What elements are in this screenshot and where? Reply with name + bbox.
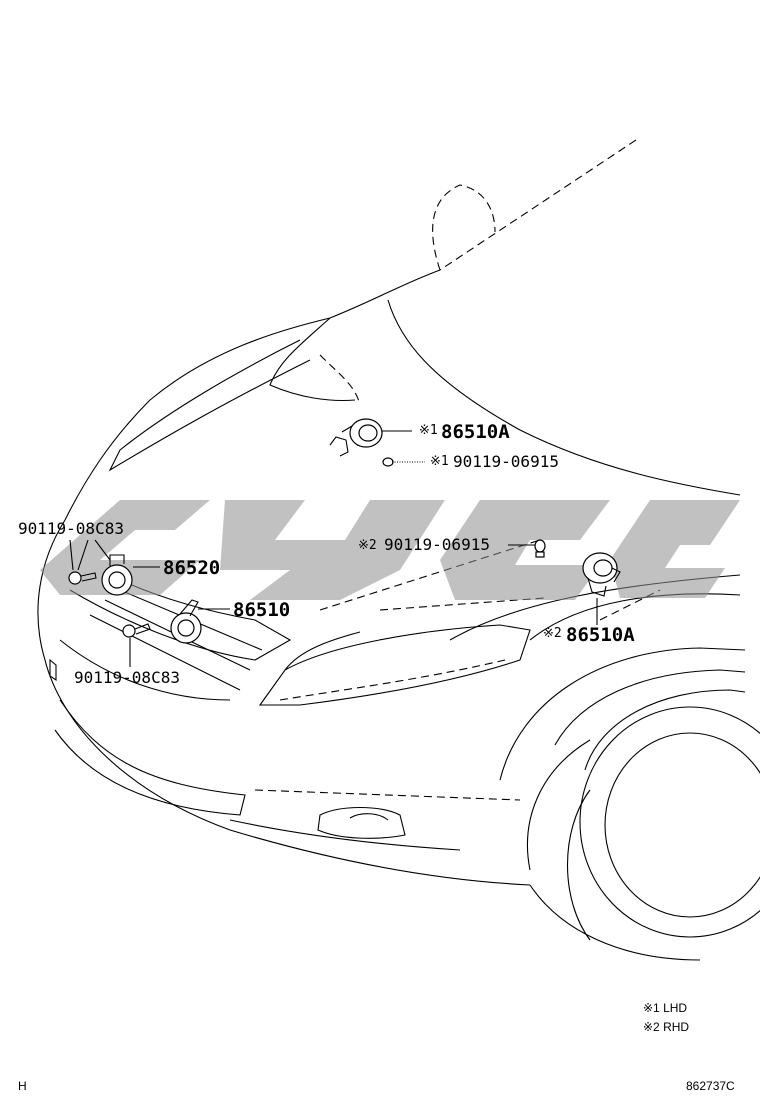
callout-part-number: 86510A — [441, 421, 510, 443]
legend-lhd: ※1 LHD — [643, 1001, 687, 1015]
footer-left-code: H — [18, 1079, 27, 1093]
callout-marker: ※2 — [543, 626, 562, 641]
footer-illustration-number: 862737C — [686, 1079, 735, 1093]
legend: ※1 LHD ※2 RHD — [643, 1001, 689, 1034]
bolt-rhd — [534, 539, 546, 558]
callout-marker: ※2 — [358, 538, 377, 553]
callout-bolt-rhd: ※2 90119-06915 — [358, 535, 490, 554]
horn-rhd — [582, 552, 621, 597]
callout-bolt-lower: 90119-08C83 — [74, 668, 180, 687]
callout-marker: ※1 — [430, 454, 449, 469]
bolt-lower — [122, 623, 151, 638]
callout-part-number: 86510A — [566, 624, 635, 646]
callout-bolt-upper: 90119-08C83 — [18, 519, 124, 538]
callout-bolt-lhd: ※1 90119-06915 — [430, 452, 559, 471]
callout-horn-rhd: ※2 86510A — [543, 624, 635, 646]
horn-lhd — [329, 418, 383, 457]
horn-high-86510 — [170, 599, 202, 644]
bolt-upper — [68, 571, 97, 585]
callout-part-number: 90119-06915 — [453, 452, 559, 471]
bolt-lhd — [382, 457, 425, 467]
watermark-logo — [40, 500, 740, 600]
legend-rhd: ※2 RHD — [643, 1020, 689, 1034]
leader-lines — [69, 430, 598, 667]
callout-marker: ※1 — [419, 423, 438, 438]
callout-horn-high: 86510 — [233, 599, 290, 621]
horn-low-86520 — [101, 554, 133, 596]
callout-horn-lhd: ※1 86510A — [419, 421, 510, 443]
callout-part-number: 90119-06915 — [384, 535, 490, 554]
callout-horn-low: 86520 — [163, 557, 220, 579]
